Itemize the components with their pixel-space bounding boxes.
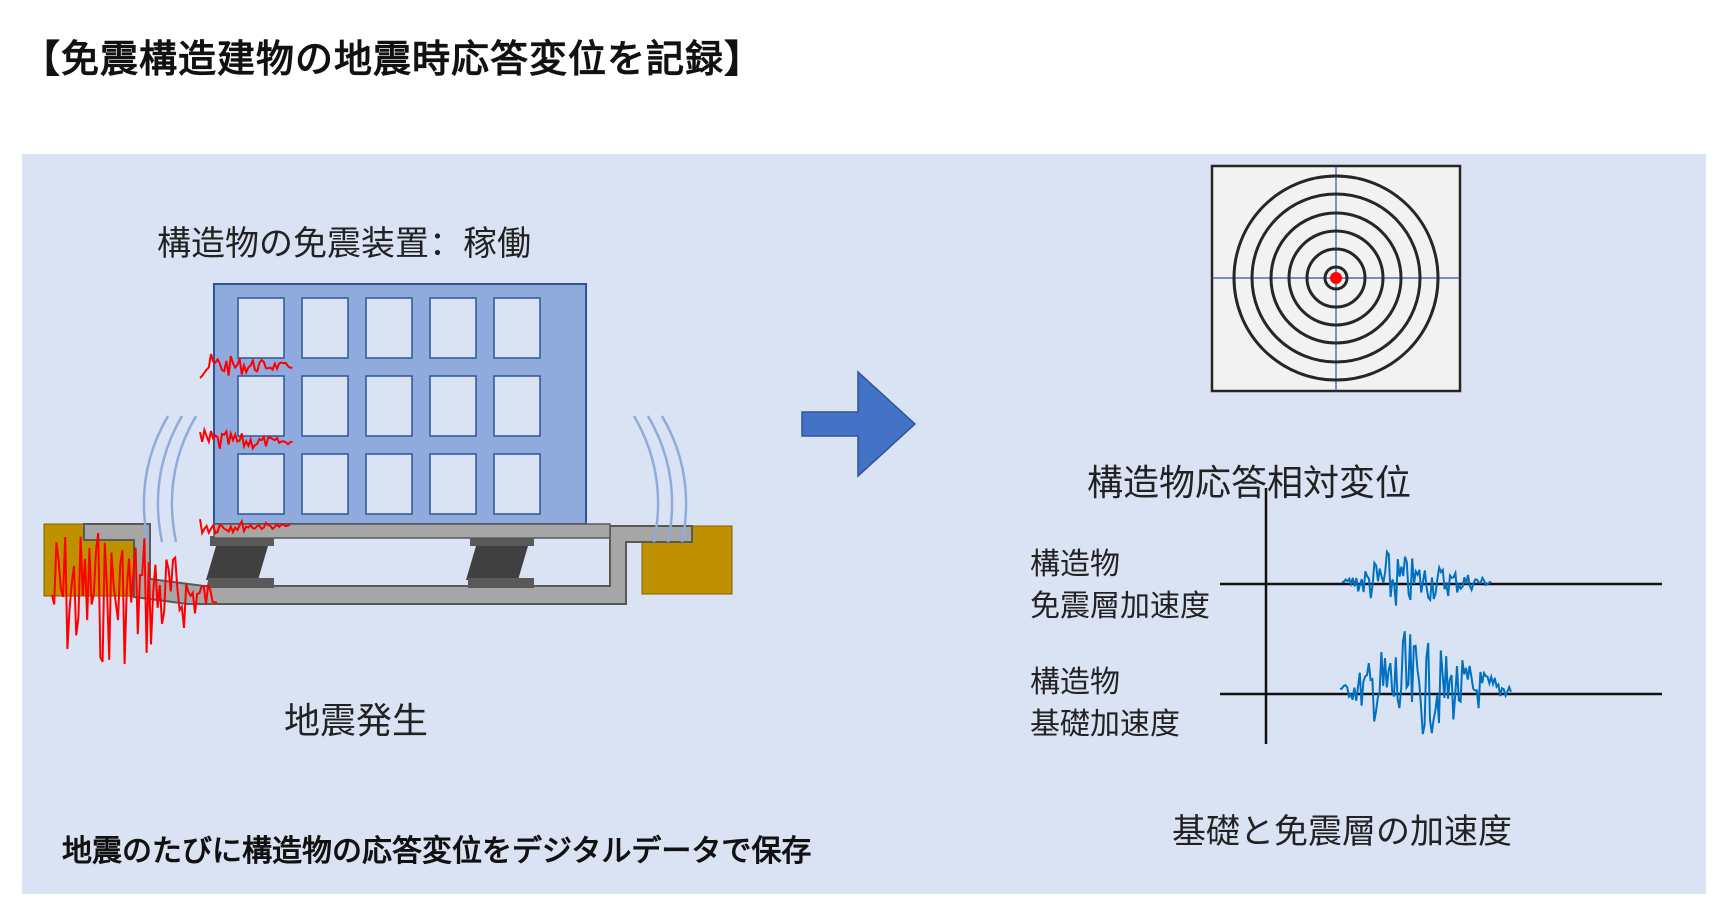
sway-lines-left [142, 415, 198, 543]
building-window [429, 453, 477, 515]
diagram-canvas [43, 164, 1662, 744]
foundation-accel-line1: 構造物 [1030, 665, 1120, 700]
building-window [301, 453, 349, 515]
building-windows [237, 297, 541, 515]
foundation-accel-label: 構造物 基礎加速度 [1030, 662, 1180, 746]
building-window [493, 297, 541, 359]
building-window [301, 297, 349, 359]
page-title: 【免震構造建物の地震時応答変位を記録】 [22, 37, 764, 81]
building-wave-lower [199, 518, 291, 537]
diagram-panel: 構造物の免震装置：稼働 地震発生 構造物応答相対変位 構造物 免震層加速度 構造… [22, 154, 1706, 894]
ground-seismic-wave [51, 532, 218, 665]
target-red-dot [1330, 272, 1342, 284]
building-window [365, 453, 413, 515]
right-arrow [801, 370, 917, 478]
building-window [237, 375, 285, 437]
building-window [365, 297, 413, 359]
isolator-right [466, 536, 534, 588]
accel-axes [1220, 488, 1662, 744]
building-window [237, 297, 285, 359]
displacement-target [1210, 164, 1462, 393]
isolation-layer-accel-label: 構造物 免震層加速度 [1030, 544, 1210, 628]
isolation-accel-line2: 免震層加速度 [1030, 589, 1210, 624]
relative-displacement-label: 構造物応答相対変位 [1087, 463, 1412, 504]
seismic-waves [51, 353, 293, 665]
sway-lines-right [632, 415, 688, 543]
building-window [301, 375, 349, 437]
foundation-accel-line2: 基礎加速度 [1030, 707, 1180, 742]
building-window [237, 453, 285, 515]
isolation-accel-line1: 構造物 [1030, 547, 1120, 582]
building-window [365, 375, 413, 437]
isolator-left [206, 536, 274, 588]
building-wave-middle [199, 426, 293, 451]
building-window [493, 375, 541, 437]
building-window [429, 375, 477, 437]
building-wave-upper [199, 353, 293, 379]
isolation-accel-wave [1342, 549, 1492, 606]
bottom-note: 地震のたびに構造物の応答変位をデジタルデータで保存 [62, 834, 812, 869]
isolation-device-status-label: 構造物の免震装置：稼働 [157, 224, 531, 264]
building-window [429, 297, 477, 359]
accel-waveforms [1339, 549, 1512, 735]
building-window [493, 453, 541, 515]
building-base-slab [213, 523, 611, 539]
foundation-accel-wave [1339, 631, 1512, 735]
accel-caption: 基礎と免震層の加速度 [1172, 812, 1512, 852]
earthquake-label: 地震発生 [284, 701, 429, 742]
